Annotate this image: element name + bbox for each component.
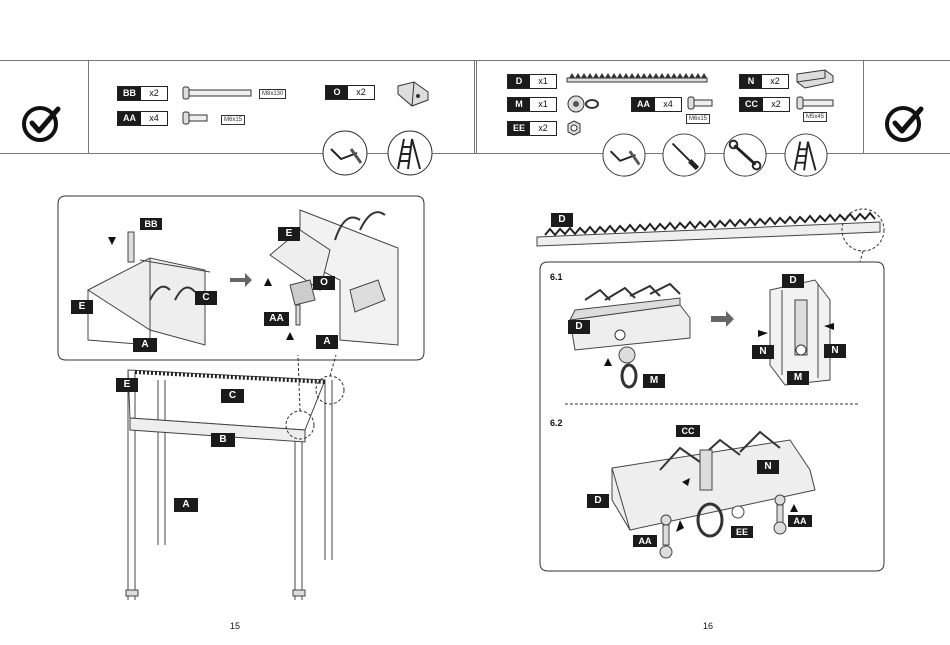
label-cc: CC xyxy=(676,425,700,437)
label-m: M xyxy=(787,371,809,385)
label-n: N xyxy=(752,345,774,359)
label-aa: AA xyxy=(788,515,812,527)
step-6-2: 6.2 xyxy=(550,418,563,428)
label-n: N xyxy=(757,460,779,474)
label-m: M xyxy=(643,374,665,388)
page-number: 16 xyxy=(703,621,713,631)
step-6-1: 6.1 xyxy=(550,272,563,282)
label-ee: EE xyxy=(731,526,753,538)
label-d: D xyxy=(587,494,609,508)
label-aa: AA xyxy=(633,535,657,547)
label-d: D xyxy=(568,320,590,334)
label-d: D xyxy=(782,274,804,288)
label-n: N xyxy=(824,344,846,358)
label-d: D xyxy=(551,213,573,227)
